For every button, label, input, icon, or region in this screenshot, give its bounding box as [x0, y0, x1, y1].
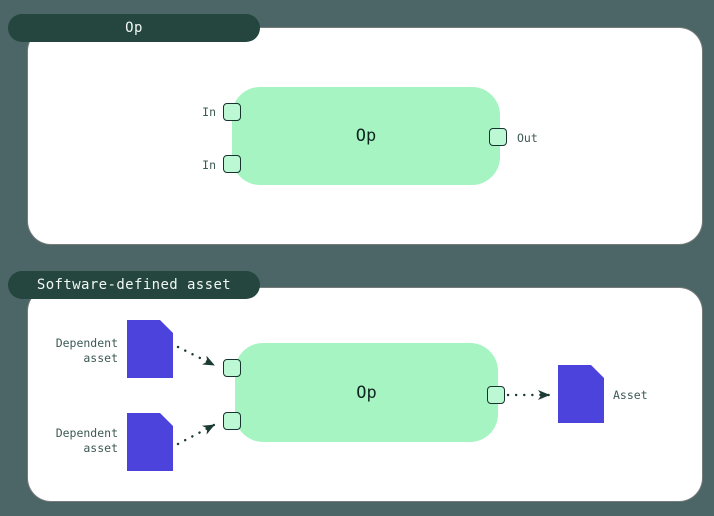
input-port	[223, 103, 241, 121]
op-tab-label: Op	[125, 20, 143, 36]
sda-tab-pill: Software-defined asset	[8, 271, 260, 299]
output-asset-label: Asset	[613, 388, 648, 402]
asset-document-icon	[127, 320, 173, 378]
op-node-label: Op	[355, 126, 377, 146]
output-label: Out	[517, 131, 538, 145]
input-port	[223, 359, 241, 377]
asset-document-icon	[127, 413, 173, 471]
sda-op-node-label: Op	[356, 382, 377, 403]
sda-op-node: Op	[235, 343, 498, 442]
op-tab-pill: Op	[8, 14, 260, 42]
dependent-asset-label: Dependent asset	[55, 426, 118, 455]
asset-document-icon	[558, 365, 604, 423]
input-label: In	[202, 158, 216, 172]
output-port	[487, 386, 505, 404]
input-port	[223, 155, 241, 173]
op-node: Op	[232, 87, 500, 185]
input-label: In	[202, 105, 216, 119]
input-port	[223, 412, 241, 430]
dependent-asset-label: Dependent asset	[55, 336, 118, 365]
sda-tab-label: Software-defined asset	[36, 277, 232, 293]
output-port	[489, 128, 507, 146]
